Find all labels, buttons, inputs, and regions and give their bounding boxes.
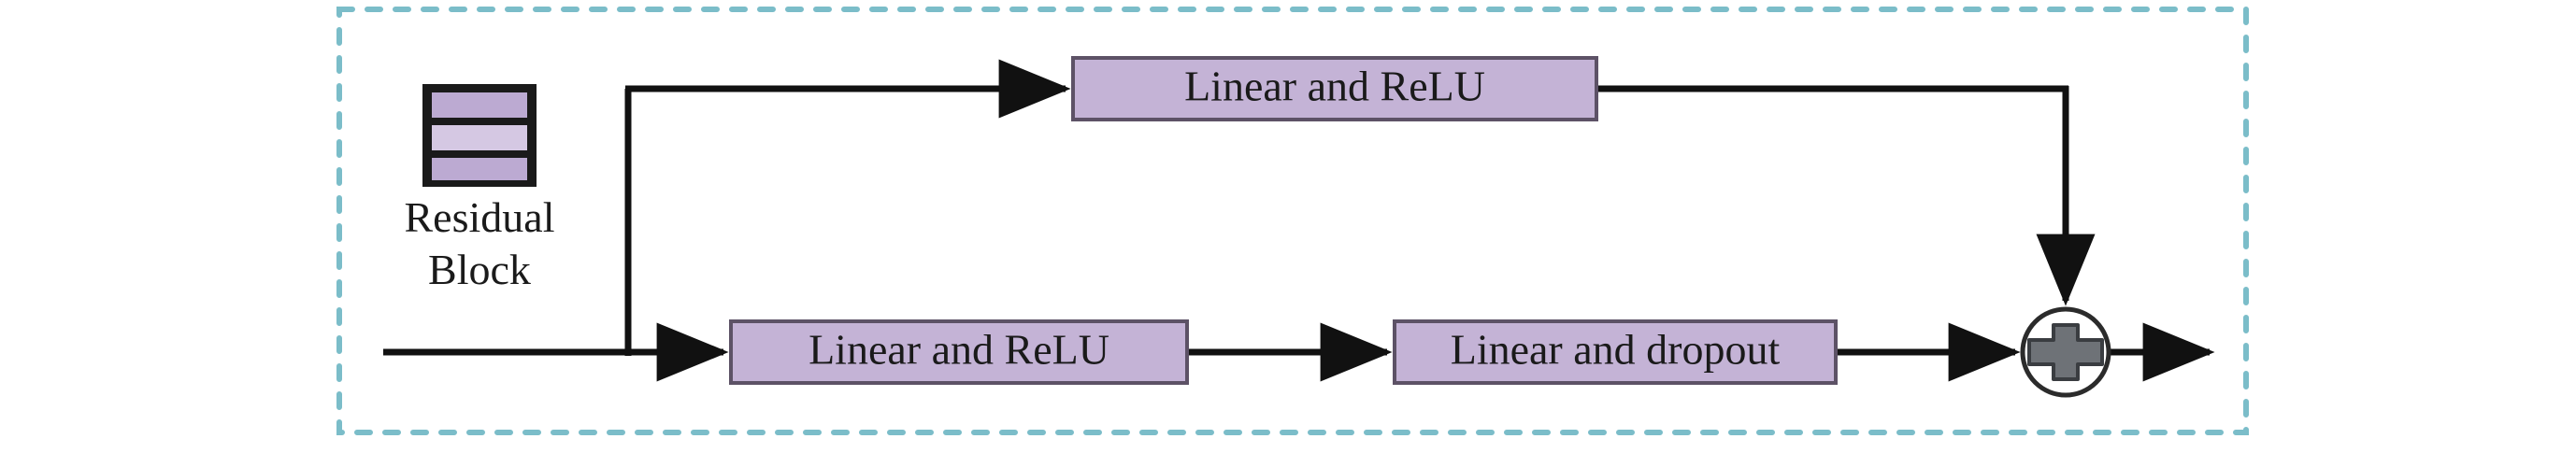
residual-block-caption-line2: Block	[428, 246, 531, 293]
main-branch-linear-relu-box[interactable]: Linear and ReLU	[729, 319, 1189, 385]
main-branch-linear-relu-label: Linear and ReLU	[809, 326, 1109, 374]
skip-branch-linear-relu-label: Linear and ReLU	[1184, 63, 1485, 110]
skip-branch-linear-relu-box[interactable]: Linear and ReLU	[1071, 56, 1598, 121]
main-branch-linear-dropout-box[interactable]: Linear and dropout	[1393, 319, 1838, 385]
stacked-layers-icon	[422, 84, 537, 187]
residual-block-boundary	[336, 7, 2249, 435]
main-branch-linear-dropout-label: Linear and dropout	[1451, 326, 1781, 374]
addition-node[interactable]	[2020, 306, 2111, 398]
plus-icon	[2027, 323, 2104, 381]
residual-block-caption-line1: Residual	[405, 193, 555, 241]
